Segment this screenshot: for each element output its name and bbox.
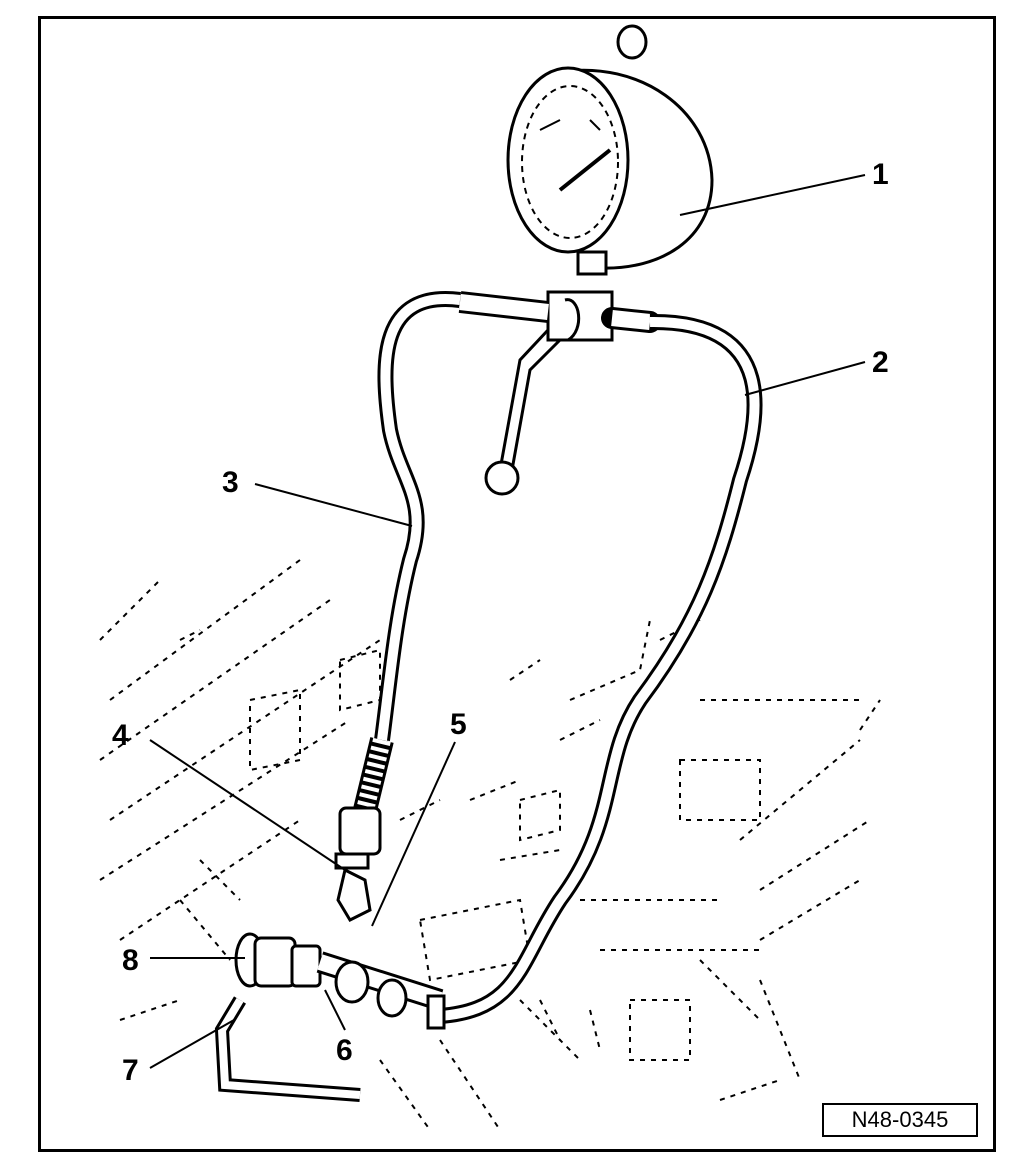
leader-line-1 <box>679 174 866 216</box>
shutoff-valve <box>484 290 614 496</box>
adapter-coupling <box>334 806 382 922</box>
leader-lines <box>149 174 866 1069</box>
leader-line-6 <box>324 989 346 1031</box>
callout-1: 1 <box>872 158 889 191</box>
callout-8: 8 <box>122 944 139 977</box>
callout-4: 4 <box>112 719 129 752</box>
hose-2 <box>439 307 763 1024</box>
leader-line-4 <box>149 739 346 871</box>
leader-line-3 <box>254 483 413 527</box>
callout-3: 3 <box>222 466 239 499</box>
figure-reference-label: N48-0345 <box>822 1103 978 1137</box>
leader-line-2 <box>744 361 866 396</box>
callout-5: 5 <box>450 708 467 741</box>
leader-line-7 <box>149 1019 235 1069</box>
callout-6: 6 <box>336 1034 353 1067</box>
callout-2: 2 <box>872 346 889 379</box>
callout-7: 7 <box>122 1054 139 1087</box>
engine-bay-background <box>99 559 881 1131</box>
hose-3 <box>353 291 550 813</box>
pressure-gauge <box>506 24 714 276</box>
fuel-line-connection <box>214 932 446 1102</box>
leader-line-5 <box>371 741 456 927</box>
